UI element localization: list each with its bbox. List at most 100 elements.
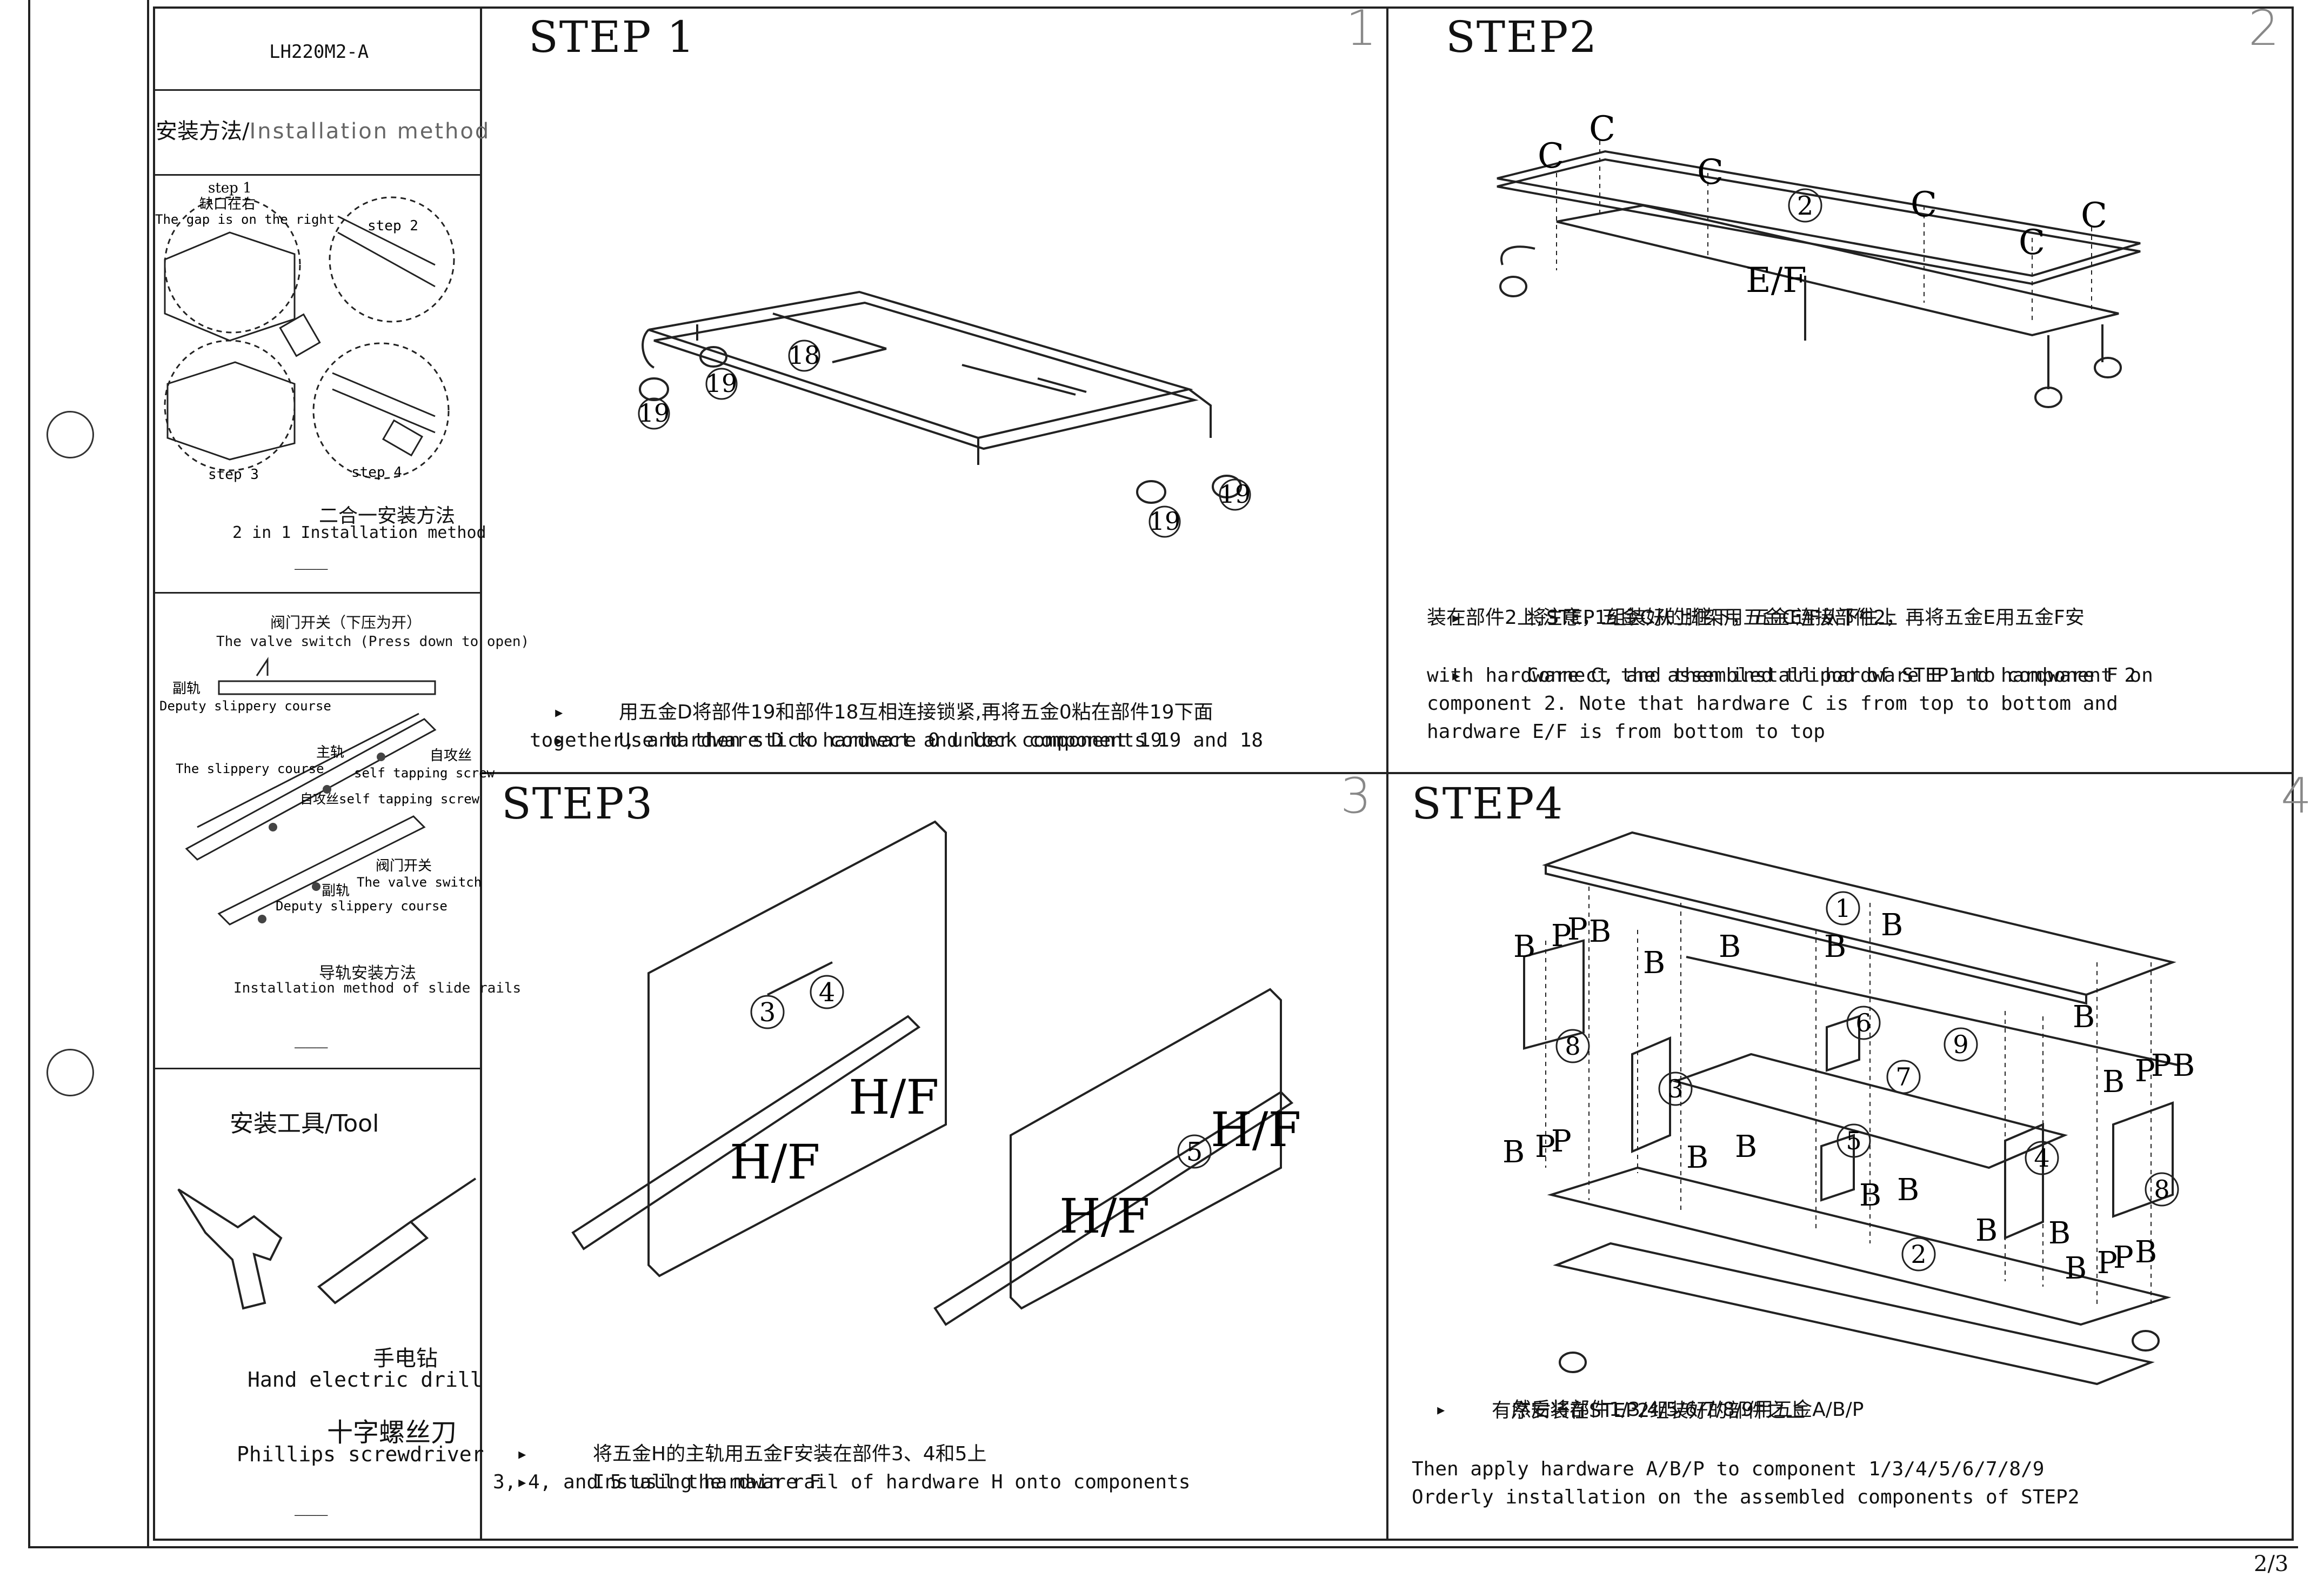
step3-instruction-cn: 将五金H的主轨用五金F安装在部件3、4和5上 <box>593 1443 987 1465</box>
step1-label-19d: 19 <box>1219 480 1251 509</box>
step4-title: STEP4 <box>1412 778 1564 829</box>
model-number: LH220M2-A <box>269 41 369 63</box>
step4-b12: B <box>1735 1129 1757 1164</box>
step4-part-2: 2 <box>1911 1240 1926 1269</box>
step2-label-ef: E/F <box>1746 261 1807 301</box>
step3-line-2: ▸Install the main rail of hardware H ont… <box>493 1440 1190 1496</box>
binder-hole-2 <box>46 1049 94 1096</box>
valve2-cn: 阀门开关 <box>376 858 432 874</box>
sidebar-line-4 <box>153 1068 480 1069</box>
step4-b8: B <box>2102 1064 2125 1100</box>
step3-instruction-en2: 3, 4, and 5 using hardware F <box>493 1471 821 1493</box>
step3-label-hf1: H/F <box>849 1069 939 1125</box>
steps-horizontal-divider <box>480 772 2293 774</box>
step2-bullet-1: ▸ <box>1450 607 1462 629</box>
self-tap2-cn: 自攻丝 <box>300 791 339 807</box>
step2-number: 2 <box>2248 0 2280 57</box>
deputy-en: Deputy slippery course <box>159 698 331 714</box>
drill-en: Hand electric drill <box>248 1368 483 1392</box>
inner-frame-top <box>153 6 2293 9</box>
step4-part-3: 3 <box>1667 1074 1683 1103</box>
step4-b16: B <box>2048 1216 2071 1251</box>
step4-part-5: 5 <box>1846 1126 1861 1155</box>
step4-p2: P <box>1567 912 1588 947</box>
step2-instruction-en3: component 2. Note that hardware C is fro… <box>1427 693 2118 715</box>
step4-b2: B <box>1589 914 1611 949</box>
step1-instruction-en1: Use hardware D to connect and lock compo… <box>619 729 1264 751</box>
step2-label-c5: C <box>2019 223 2045 263</box>
install-method-heading: 安装方法/Installation method <box>156 114 490 145</box>
step4-p8: P <box>2113 1240 2134 1275</box>
two-in-one-cn: 二合一安装方法 <box>319 505 456 527</box>
step1-text-en: ▸ Use hardware D to connect and lock comp… <box>530 698 1263 755</box>
step1-instruction-cn: 用五金D将部件19和部件18互相连接锁紧,再将五金0粘在部件19下面 <box>619 701 1213 723</box>
outer-frame-left <box>28 0 30 1547</box>
inner-frame-bottom <box>153 1539 2293 1541</box>
step2-instruction-en1: Connect the assembled tripod of STEP1 to… <box>1527 664 2136 687</box>
step4-part-7: 7 <box>1895 1062 1911 1092</box>
step1-bullet-1: ▸ <box>553 701 565 723</box>
sidebar-line-1 <box>153 89 480 91</box>
valve2-en: The valve switch <box>357 875 482 890</box>
slide-rails-diagram: 副轨 Deputy slippery course 主轨 The slipper… <box>159 657 495 926</box>
step4-b9: B <box>2173 1048 2195 1083</box>
step1-text-cn: ▸ 用五金D将部件19和部件18互相连接锁紧,再将五金0粘在部件19下面 <box>530 670 1213 727</box>
step2-instruction-en2: with hardware C, and then install hardwa… <box>1427 664 2153 687</box>
step4-part-4: 4 <box>2034 1143 2049 1173</box>
screwdriver-icon <box>317 1177 477 1305</box>
step2-label-2: 2 <box>1797 191 1814 221</box>
substep-3-label: step 3 <box>208 467 259 483</box>
self-tap2-en: 自攻丝self tapping screw <box>300 791 480 807</box>
page-number: 2/3 <box>2254 1552 2289 1576</box>
rails-method-cn: 导轨安装方法 <box>319 964 416 983</box>
step3-title: STEP3 <box>502 778 654 829</box>
rails-method-en: Installation method of slide rails <box>233 980 522 996</box>
step3-label-hf4: H/F <box>1059 1188 1150 1244</box>
step4-diagram: B P P B B B B B B B P P B B P P B B B B … <box>1502 831 2195 1386</box>
substep-2-label: step 2 <box>368 218 418 234</box>
deputy-cn: 副轨 <box>172 681 201 697</box>
step4-b1: B <box>1513 929 1535 964</box>
inner-frame-left <box>147 0 149 1547</box>
step2-label-c4: C <box>1911 185 1937 225</box>
sidebar-dash-1: ___ <box>295 549 328 570</box>
step2-label-c1: C <box>1538 136 1564 176</box>
step1-instruction-en2: together, and then stick hardware 0 unde… <box>530 729 1163 751</box>
step4-part-8a: 8 <box>1565 1031 1580 1061</box>
step4-p4: P <box>2151 1048 2172 1083</box>
step1-bullet-2: ▸ <box>553 729 565 751</box>
step4-b3: B <box>1643 946 1665 981</box>
deputy2-cn: 副轨 <box>322 883 350 899</box>
step4-instruction-cn1: 然后将部件1/3/4/5/6/7/8/9用五金A/B/P <box>1512 1399 1864 1421</box>
two-in-one-en: 2 in 1 Installation method <box>232 523 486 542</box>
step4-b6: B <box>1881 908 1903 943</box>
step3-label-hf2: H/F <box>730 1134 820 1190</box>
step4-part-6: 6 <box>1855 1008 1871 1037</box>
tool-heading: 安装工具/Tool <box>230 1110 379 1137</box>
install-method-en: Installation method <box>249 119 491 144</box>
install-method-cn: 安装方法/ <box>156 119 250 144</box>
self-tap2-en-text: self tapping screw <box>339 791 480 807</box>
deputy2-en: Deputy slippery course <box>276 899 448 914</box>
step4-b5: B <box>1824 929 1846 964</box>
step3-label-hf3: H/F <box>1211 1102 1301 1157</box>
sidebar-dash-2: ___ <box>295 1027 328 1049</box>
step3-line-1: ▸将五金H的主轨用五金F安装在部件3、4和5上 <box>493 1412 987 1468</box>
step1-number: 1 <box>1346 0 1377 57</box>
step4-b7: B <box>2073 1000 2095 1035</box>
step4-instruction-en1: Then apply hardware A/B/P to component 1… <box>1412 1458 2045 1480</box>
step2-title: STEP2 <box>1446 12 1598 62</box>
step2-line-1: ▸将STEP1组装好的脚架用五金C连接部件2，再将五金E用五金F安 <box>1427 576 2084 632</box>
step3-instruction-en1: Install the main rail of hardware H onto… <box>593 1471 1191 1493</box>
drill-cn: 手电钻 <box>373 1346 438 1371</box>
step4-line-1: ▸ 然后将部件1/3/4/5/6/7/8/9用五金A/B/P <box>1412 1368 1864 1424</box>
step4-bullet-1: ▸ <box>1435 1399 1447 1421</box>
step2-diagram: C C C C C C E/F 2 <box>1497 109 2141 408</box>
step4-b15: B <box>1975 1213 1998 1248</box>
step2-bullet-2: ▸ <box>1450 664 1462 687</box>
sidebar-dash-3: ___ <box>295 1495 328 1516</box>
step4-p3: P <box>2135 1054 2155 1089</box>
step2-label-c3: C <box>1697 152 1724 192</box>
step4-instruction-en2: Orderly installation on the assembled co… <box>1412 1486 2080 1508</box>
step4-b4: B <box>1719 929 1741 964</box>
